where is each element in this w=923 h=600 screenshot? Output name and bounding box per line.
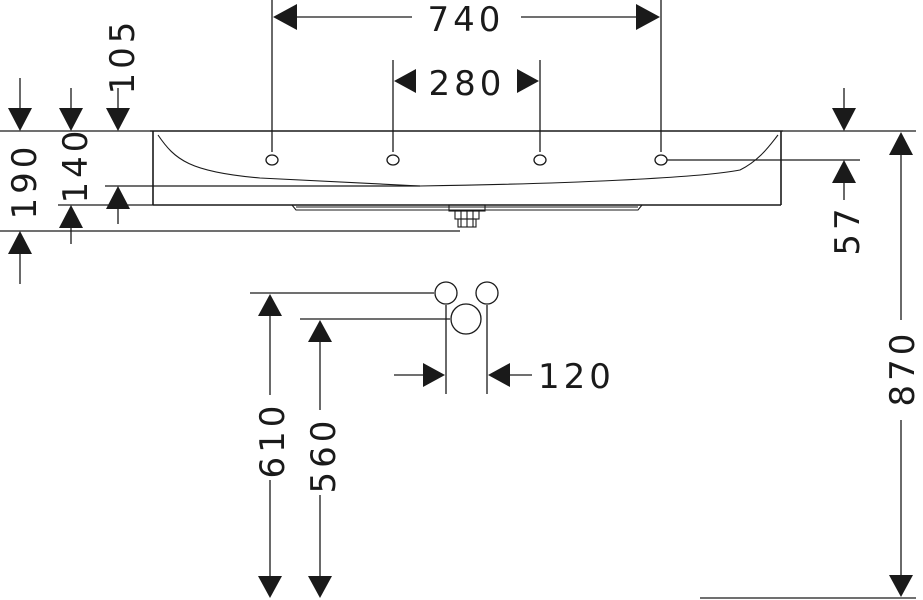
dimension-740: 740 (271, 0, 662, 152)
tap-hole-4 (654, 154, 668, 166)
dimension-right-group: 57 870 (667, 88, 923, 599)
tap-holes (265, 154, 668, 166)
label-57: 57 (828, 204, 868, 255)
label-280: 280 (429, 64, 506, 104)
label-140: 140 (56, 127, 96, 204)
dimension-120: 120 (394, 357, 615, 397)
washbasin-outline (150, 130, 783, 211)
waste-connection (450, 303, 482, 335)
drain-fitting (448, 204, 486, 228)
label-560: 560 (304, 417, 344, 494)
label-190: 190 (5, 143, 45, 220)
tap-hole-2 (386, 154, 400, 166)
dimension-57: 57 (828, 88, 868, 256)
dimension-105: 105 (103, 18, 143, 224)
label-740: 740 (428, 0, 505, 40)
dimension-870: 870 (883, 132, 923, 597)
supply-connection-left (434, 281, 458, 305)
label-120: 120 (538, 357, 615, 397)
tap-hole-1 (265, 154, 279, 166)
dimension-140: 140 (56, 88, 96, 244)
supply-connection-right (475, 281, 499, 305)
wall-connection (434, 281, 499, 394)
label-105: 105 (103, 18, 143, 95)
tap-hole-3 (533, 154, 547, 166)
dimension-560: 560 (300, 318, 450, 598)
dimension-190: 190 (5, 78, 45, 284)
dimension-left-group: 190 140 105 (0, 18, 460, 284)
label-610: 610 (253, 402, 293, 479)
dimension-280: 280 (392, 60, 541, 152)
dimension-610: 610 (250, 292, 434, 598)
label-870: 870 (883, 330, 923, 407)
